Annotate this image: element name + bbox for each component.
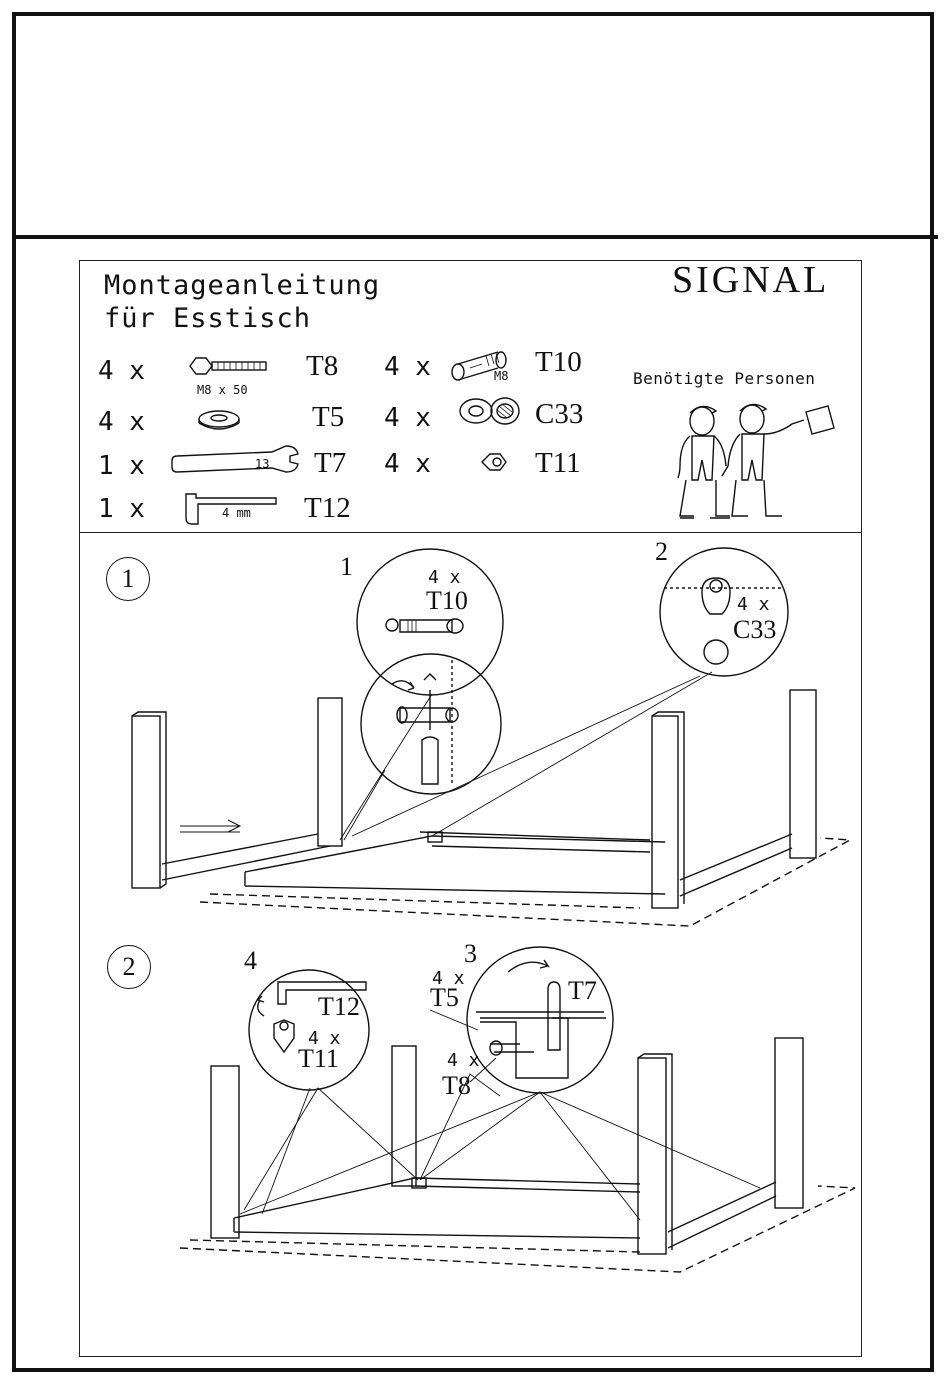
allen-key-icon xyxy=(186,494,276,524)
connector-bolt-icon xyxy=(452,352,506,380)
insert-nut-icon xyxy=(482,454,506,470)
cam-nut-icon xyxy=(460,398,519,424)
wrench-icon xyxy=(172,446,298,472)
workers-illustration xyxy=(678,404,834,518)
callout-3-circle xyxy=(430,947,613,1093)
bolt-icon xyxy=(190,358,266,374)
step-2-table-drawing xyxy=(180,1038,855,1272)
callout-2-circle xyxy=(660,548,788,676)
step-1-table-drawing xyxy=(132,672,850,926)
callout-4-circle xyxy=(249,970,369,1090)
washer-icon xyxy=(199,411,239,429)
